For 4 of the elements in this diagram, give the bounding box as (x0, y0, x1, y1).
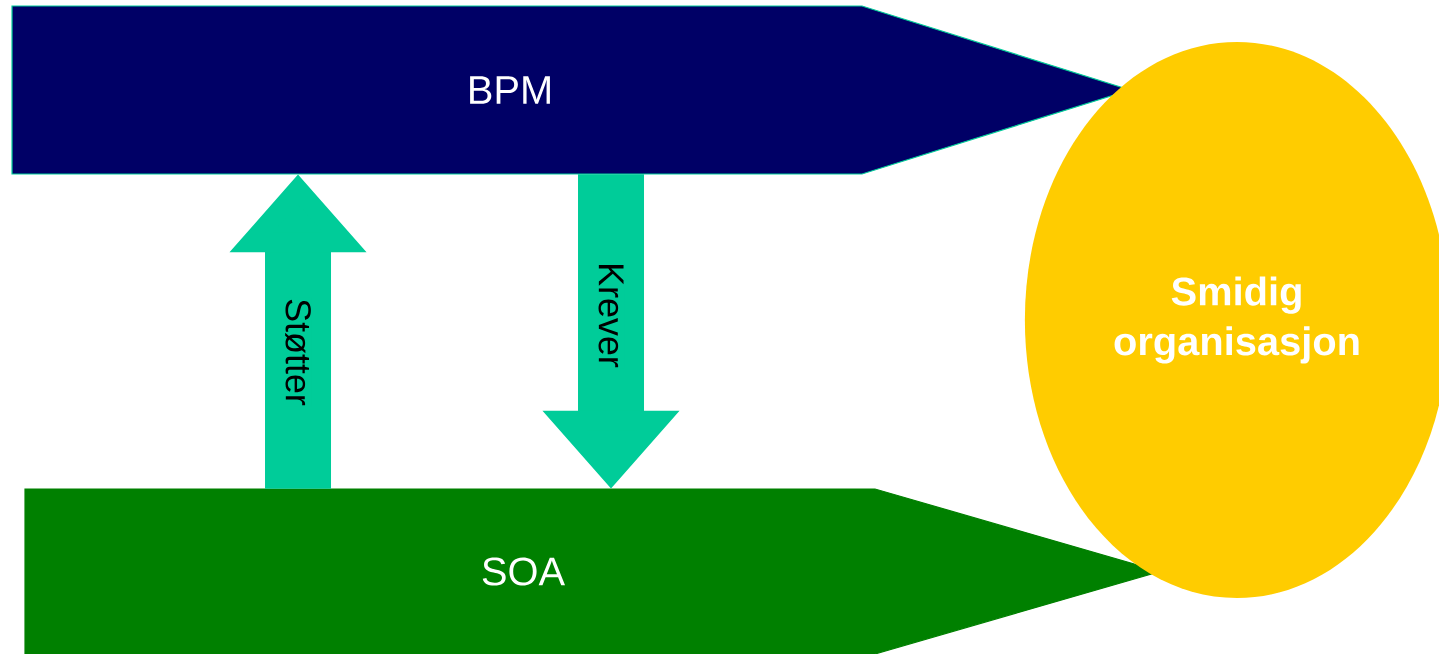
arrow-band: BPM (11, 5, 1132, 175)
arrow-band: SOA (24, 488, 1163, 654)
edge-label: Støtter (284, 297, 312, 407)
edge-label: Krever (597, 261, 625, 369)
